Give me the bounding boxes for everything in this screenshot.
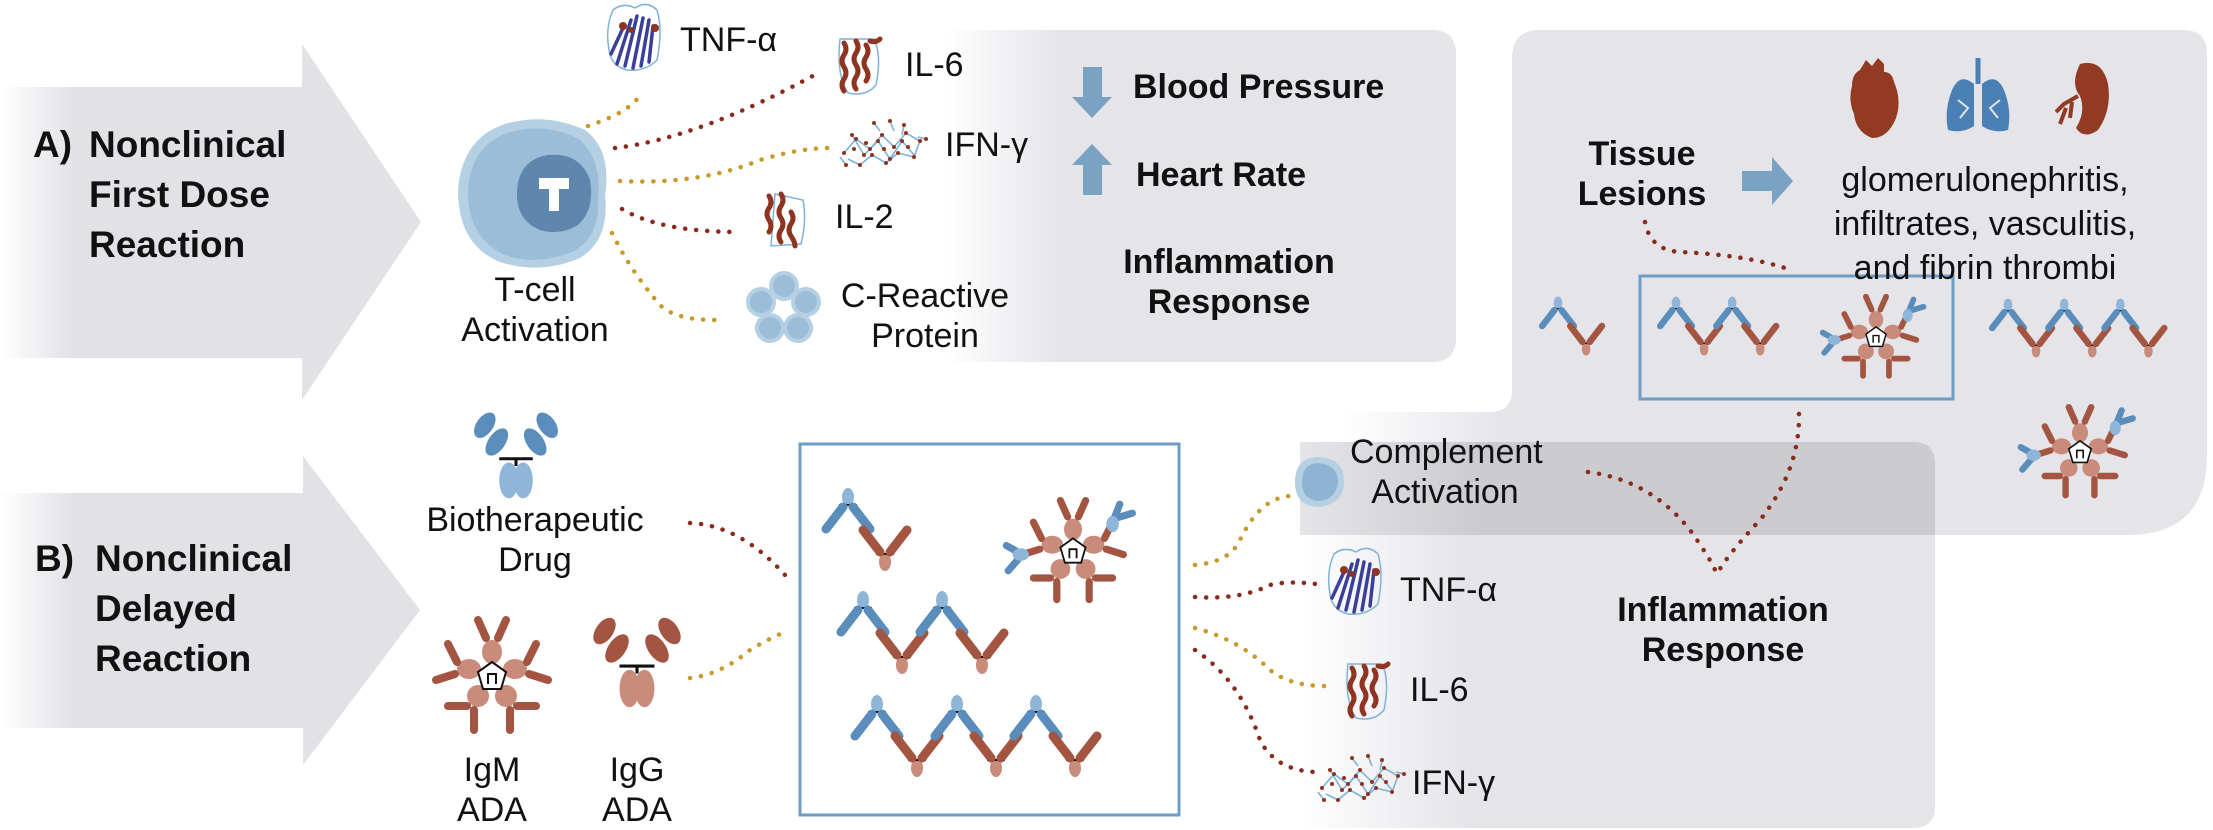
- stage-arrow-a: [0, 44, 421, 400]
- cytokine-label-ifn: IFN-γ: [945, 126, 1029, 164]
- drug-label-line: Drug: [498, 541, 572, 579]
- connector-complement: [1192, 493, 1293, 568]
- connector-tnf-b: [1192, 580, 1326, 600]
- igm-label-line: IgM: [463, 751, 521, 789]
- igg-ada-icon: [587, 612, 687, 709]
- tissue-complex-triple: [1992, 299, 2164, 358]
- stage-b-line: Nonclinical: [95, 538, 293, 579]
- connector-ada: [687, 629, 788, 681]
- tissue-lesions-label: Tissue Lesions: [1572, 134, 1712, 214]
- cytokine-label-il6: IL-6: [905, 46, 964, 84]
- crp-label-line: Protein: [871, 317, 979, 355]
- connector-complement-to-response: [1585, 469, 1719, 575]
- crp-label-line: C-Reactive: [840, 277, 1010, 315]
- heart-icon: [1850, 58, 1899, 138]
- cytokine-label-crp: C-Reactive Protein: [830, 276, 1020, 356]
- tissue-complex-single: [1542, 297, 1602, 356]
- response-line: Inflammation: [1617, 591, 1829, 629]
- t-cell-label-line: Activation: [461, 311, 609, 349]
- il6-protein-icon: [839, 39, 880, 94]
- panel-delayed-response: [1300, 442, 1935, 828]
- connector-tissue-lesions: [1642, 219, 1788, 271]
- tnf-alpha-protein-icon: [605, 2, 662, 73]
- complement-cell-icon: [1295, 457, 1344, 507]
- panel-first-dose-response: [947, 30, 1456, 362]
- inflammation-response-b: Inflammation Response: [1603, 590, 1843, 670]
- il2-protein-icon: [767, 194, 805, 246]
- inflammation-response-a: Inflammation Response: [1109, 242, 1349, 322]
- tissue-findings: glomerulonephritis, infiltrates, vasculi…: [1815, 158, 2155, 290]
- igg-ada-label: IgG ADA: [587, 750, 687, 830]
- stage-b-line: Delayed: [95, 588, 237, 629]
- igm-label-line: ADA: [457, 791, 527, 829]
- drug-label-line: Biotherapeutic: [426, 501, 644, 539]
- t-cell-label-line: T-cell: [494, 271, 576, 309]
- igg-label-line: ADA: [602, 791, 672, 829]
- response-line: Response: [1147, 283, 1311, 321]
- stage-a-tag: A): [33, 124, 73, 165]
- lungs-icon: [1946, 58, 2010, 132]
- t-cell-icon: [458, 119, 607, 268]
- tissue-complex-igm: [1823, 297, 1924, 376]
- il6-protein-icon-b: [1347, 664, 1388, 719]
- complement-label-line: Complement: [1350, 433, 1543, 471]
- effect-heart-rate: Heart Rate: [1136, 156, 1307, 194]
- igm-ada-label: IgM ADA: [442, 750, 542, 830]
- response-line: Response: [1641, 631, 1805, 669]
- panel-overlap: [1300, 442, 1935, 535]
- complement-label-line: Activation: [1371, 473, 1519, 511]
- cytokine-label-ifn-b: IFN-γ: [1412, 764, 1496, 802]
- t-cell-label: T-cell Activation: [455, 270, 615, 350]
- t-letter-icon: [539, 178, 569, 211]
- connector-crp: [609, 230, 718, 323]
- arrow-up-icon: [1072, 144, 1112, 195]
- connector-drug: [687, 520, 788, 578]
- stage-a-line: Reaction: [89, 224, 246, 265]
- arrow-down-icon: [1072, 67, 1112, 118]
- stage-a-line: Nonclinical: [89, 124, 287, 165]
- biotherapeutic-drug-antibody-icon: [468, 407, 564, 500]
- connector-il6: [612, 69, 823, 151]
- cytokine-label-il6-b: IL-6: [1410, 671, 1469, 709]
- immune-complex-large: [855, 695, 1097, 777]
- effect-blood-pressure: Blood Pressure: [1133, 68, 1385, 106]
- finding-line: infiltrates, vasculitis,: [1833, 205, 2137, 243]
- biotherapeutic-drug-label: Biotherapeutic Drug: [425, 500, 645, 580]
- tissue-complex-igm-large: [2021, 407, 2133, 495]
- immune-complex-box-tissue: [1638, 274, 1955, 401]
- igm-ada-icon: [436, 620, 548, 730]
- connector-tnf: [585, 92, 643, 129]
- tnf-alpha-protein-icon-b: [1326, 546, 1383, 617]
- immune-complex-medium: [841, 591, 1004, 674]
- cytokine-label-tnf: TNF-α: [680, 21, 778, 59]
- immune-complex-igm: [1006, 501, 1132, 600]
- immune-complex-small: [826, 488, 907, 571]
- stage-a-line: First Dose: [89, 174, 270, 215]
- stage-arrow-b: [0, 456, 420, 765]
- igg-label-line: IgG: [609, 751, 665, 789]
- connector-ifn-b: [1192, 647, 1318, 775]
- connector-il6-b: [1192, 625, 1328, 689]
- stage-b-tag: B): [35, 538, 75, 579]
- cytokine-label-il2: IL-2: [835, 198, 894, 236]
- response-line: Inflammation: [1123, 243, 1335, 281]
- connector-il2: [619, 206, 743, 235]
- connector-complex-to-response: [1715, 411, 1802, 575]
- ifn-gamma-protein-icon-b: [1317, 753, 1407, 803]
- panel-tissue-lesions: [1340, 30, 2207, 535]
- ifn-gamma-protein-icon: [839, 118, 929, 168]
- complement-activation-label: Complement Activation: [1350, 432, 1543, 512]
- c-reactive-protein-icon: [746, 271, 821, 343]
- tissue-label-line: Tissue: [1588, 135, 1696, 173]
- finding-line: glomerulonephritis,: [1841, 161, 2129, 199]
- cytokine-label-tnf-b: TNF-α: [1400, 571, 1498, 609]
- kidney-icon: [2054, 62, 2109, 135]
- tissue-complex-double: [1660, 297, 1776, 356]
- tissue-label-line: Lesions: [1577, 175, 1707, 213]
- finding-line: and fibrin thrombi: [1853, 249, 2117, 287]
- stage-b-line: Reaction: [95, 638, 252, 679]
- arrow-right-icon: [1742, 157, 1793, 205]
